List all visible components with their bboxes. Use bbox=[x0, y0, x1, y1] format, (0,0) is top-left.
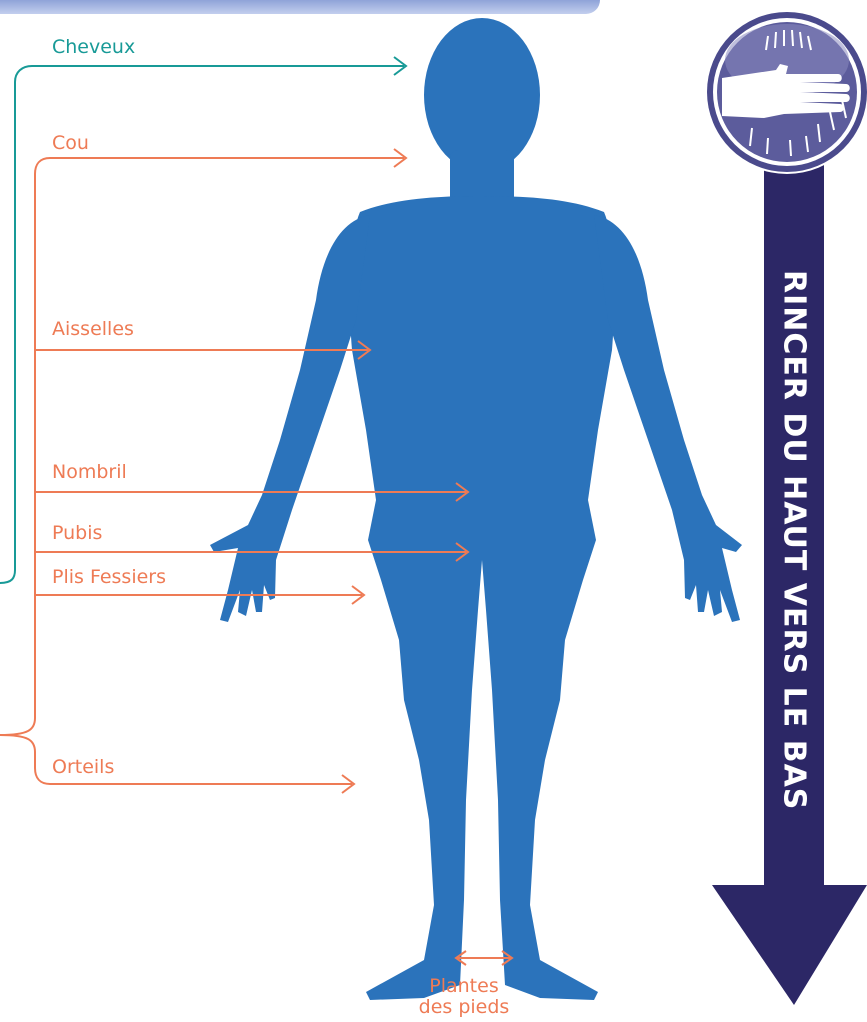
label-neck: Cou bbox=[52, 132, 89, 154]
label-toes: Orteils bbox=[52, 756, 114, 778]
hand-under-shower-icon bbox=[705, 10, 867, 174]
label-navel: Nombril bbox=[52, 461, 127, 483]
label-gluteal-folds: Plis Fessiers bbox=[52, 566, 166, 588]
banner-text: RINCER DU HAUT VERS LE BAS bbox=[777, 270, 812, 810]
rinse-direction-banner: RINCER DU HAUT VERS LE BAS bbox=[764, 195, 824, 885]
label-pubis: Pubis bbox=[52, 522, 102, 544]
human-body-silhouette bbox=[210, 18, 742, 1000]
label-hair: Cheveux bbox=[52, 36, 135, 58]
label-soles-line1: Plantes bbox=[405, 976, 523, 997]
label-soles: Plantes des pieds bbox=[405, 976, 523, 1018]
label-armpits: Aisselles bbox=[52, 318, 134, 340]
label-soles-line2: des pieds bbox=[405, 997, 523, 1018]
